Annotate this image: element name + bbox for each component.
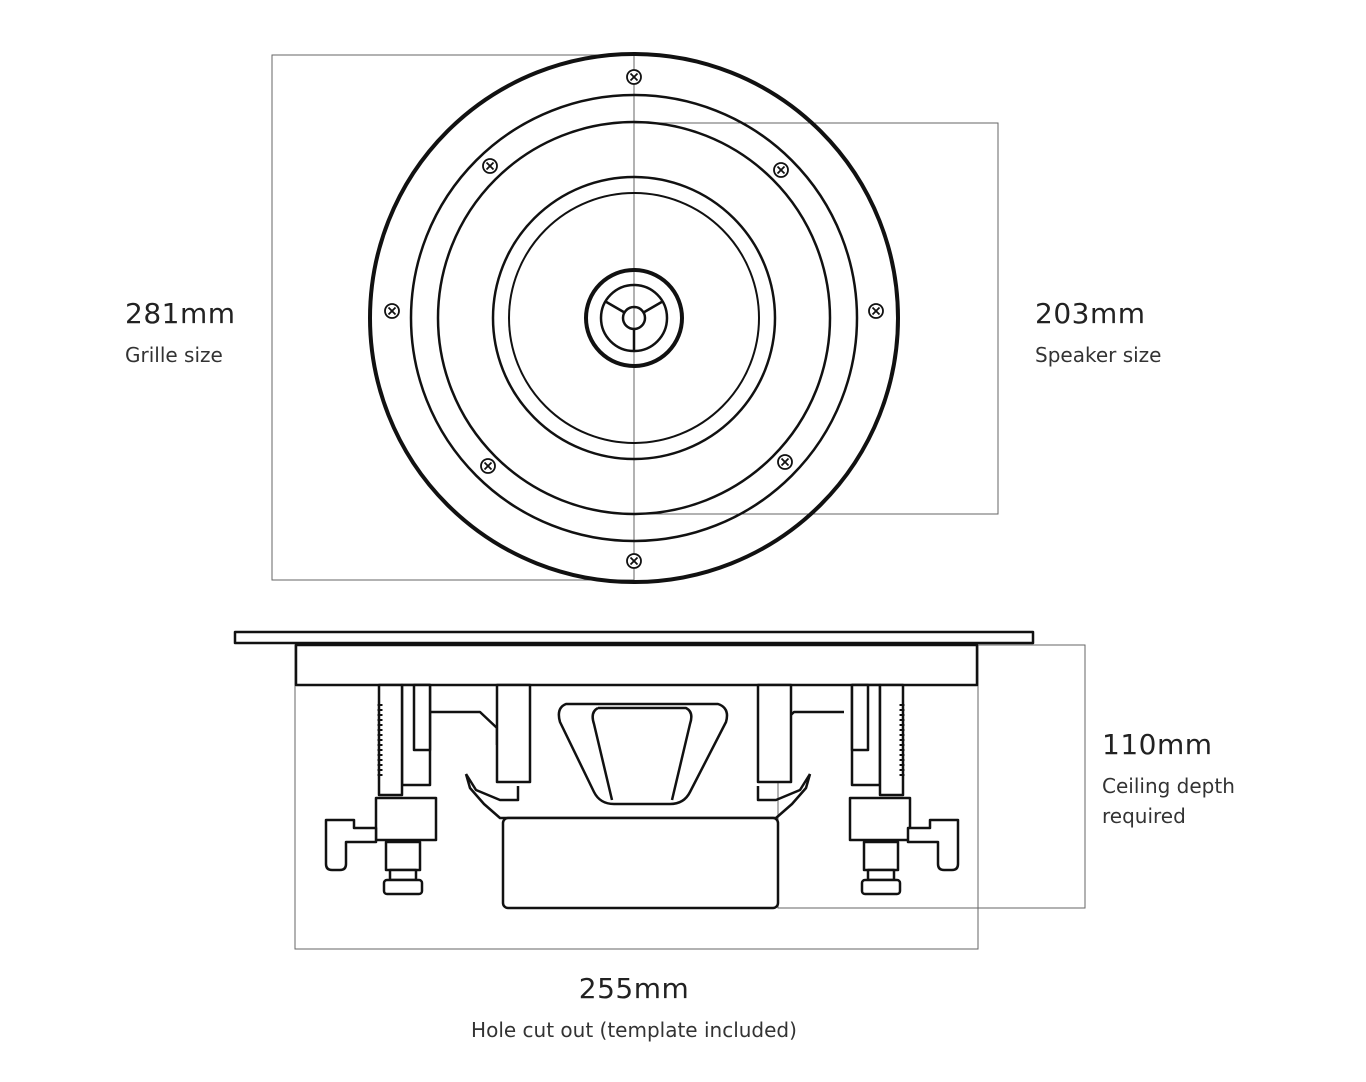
mounting-clamp-right [848, 683, 960, 896]
screw-icon [482, 158, 498, 174]
cone-housing [557, 702, 729, 806]
frame-ring [436, 120, 832, 516]
speaker-side-view [233, 630, 1035, 910]
grille-size-dimension: 281mm Grille size [125, 300, 236, 370]
ceiling-depth-value: 110mm [1102, 728, 1213, 761]
grille-inner-ring [409, 93, 859, 543]
ceiling-depth-label: Ceiling depth required [1102, 771, 1235, 831]
dust-cap-outer [584, 268, 684, 368]
speaker-top-view [368, 52, 900, 584]
ceiling-depth-label-line1: Ceiling depth [1102, 774, 1235, 798]
screw-icon [773, 162, 789, 178]
grille-outer-ring [368, 52, 900, 584]
speaker-size-guide-box [633, 122, 999, 515]
tweeter-spokes [604, 300, 664, 351]
grille-size-guide-box [271, 54, 635, 581]
speaker-size-label: Speaker size [1035, 343, 1162, 367]
ceiling-depth-dimension: 110mm Ceiling depth required [1102, 731, 1235, 831]
cone-outer-ring [491, 175, 777, 461]
mounting-clamp-left [324, 683, 438, 896]
basket-post-right [756, 683, 793, 784]
speaker-size-dimension: 203mm Speaker size [1035, 300, 1161, 370]
hole-cutout-label: Hole cut out (template included) [471, 1018, 797, 1042]
grille-size-value: 281mm [125, 297, 236, 330]
speaker-frame [294, 643, 979, 687]
basket-post-left [495, 683, 532, 784]
screw-icon [777, 454, 793, 470]
grille-plate [233, 630, 1035, 645]
cone-inner-ring [508, 192, 760, 444]
hole-cutout-dimension: 255mm Hole cut out (template included) [434, 975, 834, 1045]
screw-icon [626, 69, 642, 85]
screw-icon [384, 303, 400, 319]
screw-icon [480, 458, 496, 474]
hole-cutout-value: 255mm [578, 972, 690, 1005]
cone-inner [591, 706, 693, 801]
speaker-size-value: 203mm [1035, 297, 1146, 330]
grille-size-label: Grille size [125, 343, 223, 367]
magnet-block [501, 816, 780, 910]
grille-screws [384, 69, 884, 569]
screw-icon [626, 553, 642, 569]
screw-icon [868, 303, 884, 319]
ceiling-depth-label-line2: required [1102, 804, 1186, 828]
